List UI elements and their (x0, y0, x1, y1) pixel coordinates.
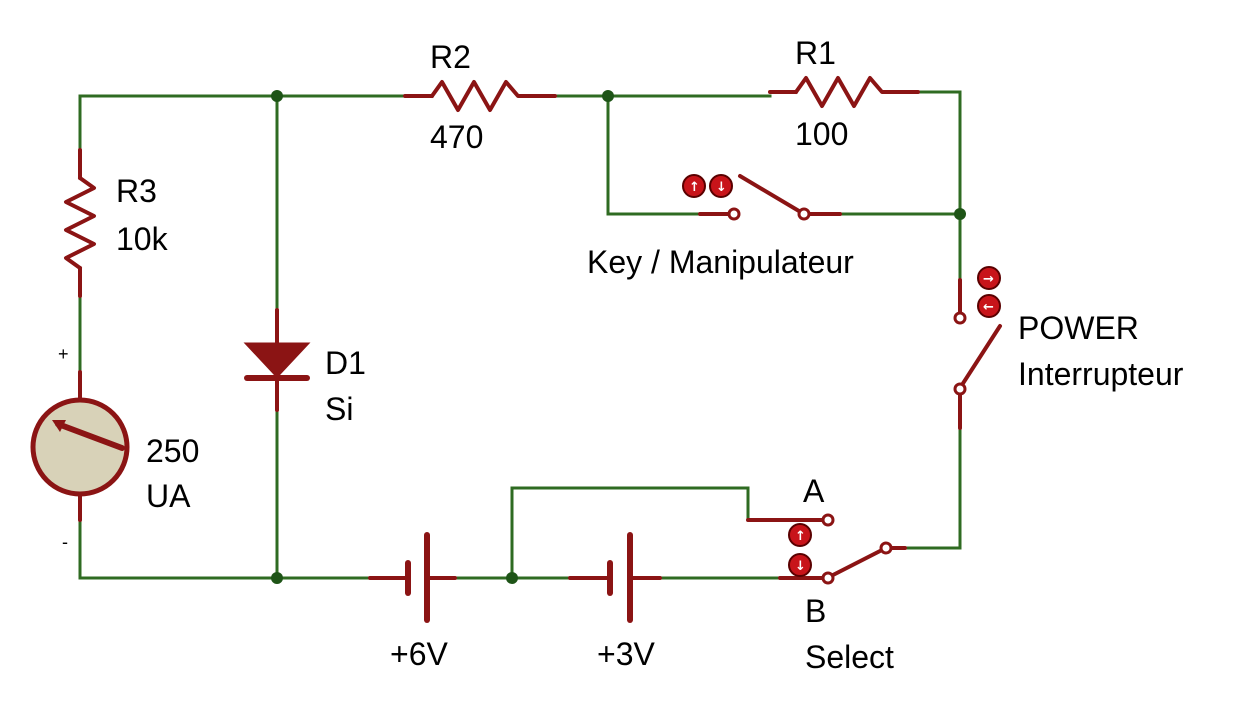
resistor-r2: R2 470 (403, 39, 557, 155)
meter-unit: UA (146, 478, 191, 514)
select-b-pin (821, 571, 835, 585)
r3-name: R3 (116, 173, 157, 209)
r2-name: R2 (430, 39, 471, 75)
ammeter: + - 250 UA (30, 344, 199, 552)
select-label: Select (805, 639, 894, 675)
power-left-button[interactable] (977, 294, 1001, 318)
diode-triangle (243, 342, 311, 379)
select-b-label: B (805, 593, 826, 629)
wires (78, 90, 962, 580)
r1-name: R1 (795, 35, 836, 71)
meter-minus: - (62, 532, 68, 552)
node (506, 572, 518, 584)
power-label-2: Interrupteur (1018, 356, 1184, 392)
arrow-down-icon: ↓ (795, 559, 806, 574)
node (954, 208, 966, 220)
needle-arrow-icon (52, 420, 66, 432)
arrow-left-icon: ← (983, 300, 994, 315)
key-lever (738, 174, 806, 216)
r2-value: 470 (430, 119, 483, 155)
select-a-label: A (803, 473, 825, 509)
r1-value: 100 (795, 116, 848, 152)
arrow-up-icon: ↑ (689, 180, 700, 195)
key-down-button[interactable] (709, 174, 733, 198)
meter-needle (55, 421, 125, 451)
power-label-1: POWER (1018, 310, 1139, 346)
meter-plus: + (58, 344, 69, 364)
select-up-button[interactable] (788, 523, 812, 547)
select-a-pin (821, 513, 835, 527)
key-label: Key / Manipulateur (587, 244, 854, 280)
resistor-r1: R1 100 (768, 35, 920, 152)
node (271, 90, 283, 102)
power-right-button[interactable] (977, 266, 1001, 290)
select-lever (831, 548, 884, 577)
power-switch[interactable]: → ← POWER Interrupteur (953, 266, 1184, 430)
junction-nodes (271, 90, 966, 584)
d1-name: D1 (325, 345, 366, 381)
bat2-value: +3V (597, 636, 655, 672)
resistor-r3: R3 10k (64, 148, 169, 298)
select-down-button[interactable] (788, 553, 812, 577)
diode-d1: D1 Si (243, 308, 366, 427)
r3-value: 10k (116, 221, 169, 257)
key-switch[interactable]: ↑ ↓ Key / Manipulateur (587, 174, 854, 280)
meter-value: 250 (146, 433, 199, 469)
key-up-button[interactable] (682, 174, 706, 198)
arrow-right-icon: → (983, 272, 994, 287)
battery-6v: +6V (368, 532, 457, 672)
bat1-value: +6V (390, 636, 448, 672)
arrow-up-icon: ↑ (795, 529, 806, 544)
power-lever (958, 324, 1002, 390)
select-switch[interactable]: ↑ ↓ A B Select (746, 473, 907, 675)
node (271, 572, 283, 584)
d1-value: Si (325, 391, 353, 427)
battery-3v: +3V (568, 532, 662, 672)
arrow-down-icon: ↓ (716, 180, 727, 195)
node (602, 90, 614, 102)
